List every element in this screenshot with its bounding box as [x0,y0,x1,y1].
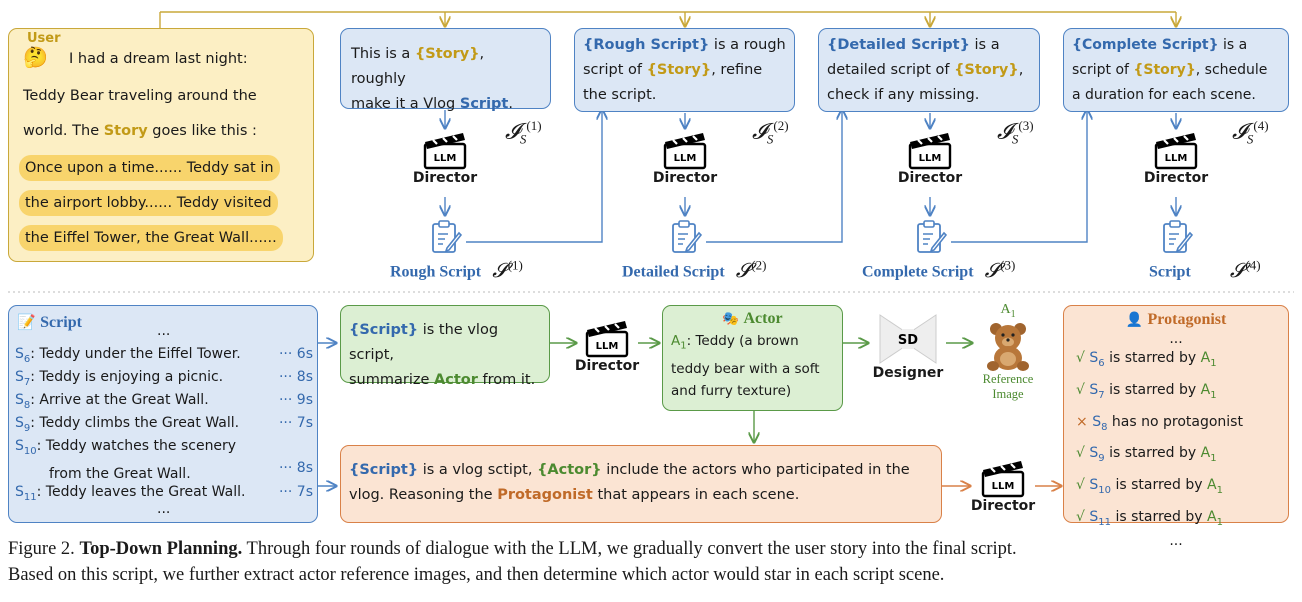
protagonist-prompt-box: {Script} is a vlog sctipt, {Actor} inclu… [340,445,942,523]
protagonist-row: √ S11 is starred by A1 [1076,508,1223,528]
svg-text:LLM: LLM [434,153,457,164]
teddy-bear-icon [987,322,1029,371]
scene-row: S8: Arrive at the Great Wall. ··· 9s [15,392,313,411]
svg-text:SD: SD [898,333,918,348]
instruction-symbol-4: 𝓘S(4) [1232,118,1269,147]
theater-masks-icon: 🎭 [722,311,740,327]
instruction-symbol-3: 𝓘S(3) [997,118,1034,147]
protagonist-row: × S8 has no protagonist [1076,413,1243,433]
director-label: Director [574,358,640,374]
clapperboard-icon: LLM [663,133,707,170]
clapperboard-icon: LLM [908,133,952,170]
user-story-box: User 🤔 I had a dream last night: Teddy B… [8,28,314,262]
scene-row: S11: Teddy leaves the Great Wall. ··· 7s [15,484,313,503]
director-protagonist-reasoning: LLM Director [958,458,1048,514]
actor-prompt-box: {Script} is the vlog script, summarize A… [340,305,550,388]
scene-row: S7: Teddy is enjoying a picnic. ··· 8s [15,369,313,388]
stage-3: Complete Script 𝓢(3) [862,257,1016,282]
story-bus-lines [159,11,1176,28]
director-label: Director [1143,170,1209,186]
director-3: LLM Director [885,130,975,186]
director-4: LLM Director [1131,130,1221,186]
director-label: Director [412,170,478,186]
figure-caption: Figure 2. Top-Down Planning. Through fou… [8,539,1017,585]
svg-text:LLM: LLM [919,153,942,164]
prompt-box-2: {Rough Script} is a rough script of {Sto… [574,28,795,112]
script-panel-header: 📝 Script [17,313,82,331]
stage-2: Detailed Script 𝓢(2) [622,257,767,282]
bottom-arrows [318,343,1061,486]
document-icon [672,220,702,253]
protagonist-box: 👤 Protagonist ... √ S6 is starred by A1 … [1063,305,1289,548]
protagonist-row: √ S6 is starred by A1 [1076,350,1217,369]
director-label: Director [970,498,1036,514]
director-1: LLM Director [400,130,490,186]
user-label: User [27,31,61,46]
user-line-3: world. The Story goes like this : [23,123,257,139]
actor-box: 🎭 Actor A1: Teddy (a brown teddy bear wi… [662,305,843,411]
thinking-emoji-icon: 🤔 [23,45,48,69]
clapperboard-icon: LLM [981,461,1025,498]
reference-image: A1 Reference Image [982,302,1034,401]
document-icon [432,220,462,253]
clapperboard-icon: LLM [423,133,467,170]
person-icon: 👤 [1125,312,1144,328]
director-label: Director [897,170,963,186]
bowtie-model-icon: SD [879,314,937,364]
protagonist-row: √ S7 is starred by A1 [1076,381,1217,401]
director-label: Director [652,170,718,186]
story-line-2: the airport lobby...... Teddy visited [19,190,278,216]
protagonist-row: √ S9 is starred by A1 [1076,445,1217,465]
instruction-symbol-1: 𝓘S(1) [505,118,542,147]
svg-text:LLM: LLM [992,481,1015,492]
script-ellipsis-top: ... [157,323,171,339]
story-keyword: Story [103,123,148,139]
scene-row: S6: Teddy under the Eiffel Tower. ··· 6s [15,346,313,365]
stage-1: Rough Script 𝓢(1) [390,257,523,282]
director-2: LLM Director [640,130,730,186]
svg-text:LLM: LLM [1165,153,1188,164]
scene-row: S9: Teddy climbs the Great Wall. ··· 7s [15,415,313,434]
document-icon: 📝 [17,313,36,331]
designer-label: Designer [872,365,944,381]
pipeline-arrows [445,110,1176,243]
prompt-box-1: This is a {Story}, roughly make it a Vlo… [340,28,551,112]
prompt-box-3: {Detailed Script} is a detailed script o… [818,28,1040,112]
document-icon [917,220,947,253]
protagonist-row: √ S10 is starred by A1 [1076,477,1223,496]
user-line-2: Teddy Bear traveling around the [23,88,257,104]
user-line-1: I had a dream last night: [69,51,248,67]
story-line-3: the Eiffel Tower, the Great Wall...... [19,225,283,251]
sd-designer: SD Designer [868,313,948,381]
document-icon [1163,220,1193,253]
svg-text:LLM: LLM [596,341,619,352]
prompt-box-4: {Complete Script} is a script of {Story}… [1063,28,1289,112]
clapperboard-icon: LLM [585,321,629,358]
instruction-symbol-2: 𝓘S(2) [752,118,789,147]
story-line-1: Once upon a time...... Teddy sat in [19,155,280,181]
script-panel: 📝 Script ... S6: Teddy under the Eiffel … [8,305,318,523]
stage-4: Script 𝓢(4) [1149,257,1261,282]
clapperboard-icon: LLM [1154,133,1198,170]
director-actor-extraction: LLM Director [562,318,652,374]
scene-row: S10: Teddy watches the scenery from the … [15,438,313,482]
svg-text:LLM: LLM [674,153,697,164]
script-ellipsis-bottom: ... [157,501,171,517]
